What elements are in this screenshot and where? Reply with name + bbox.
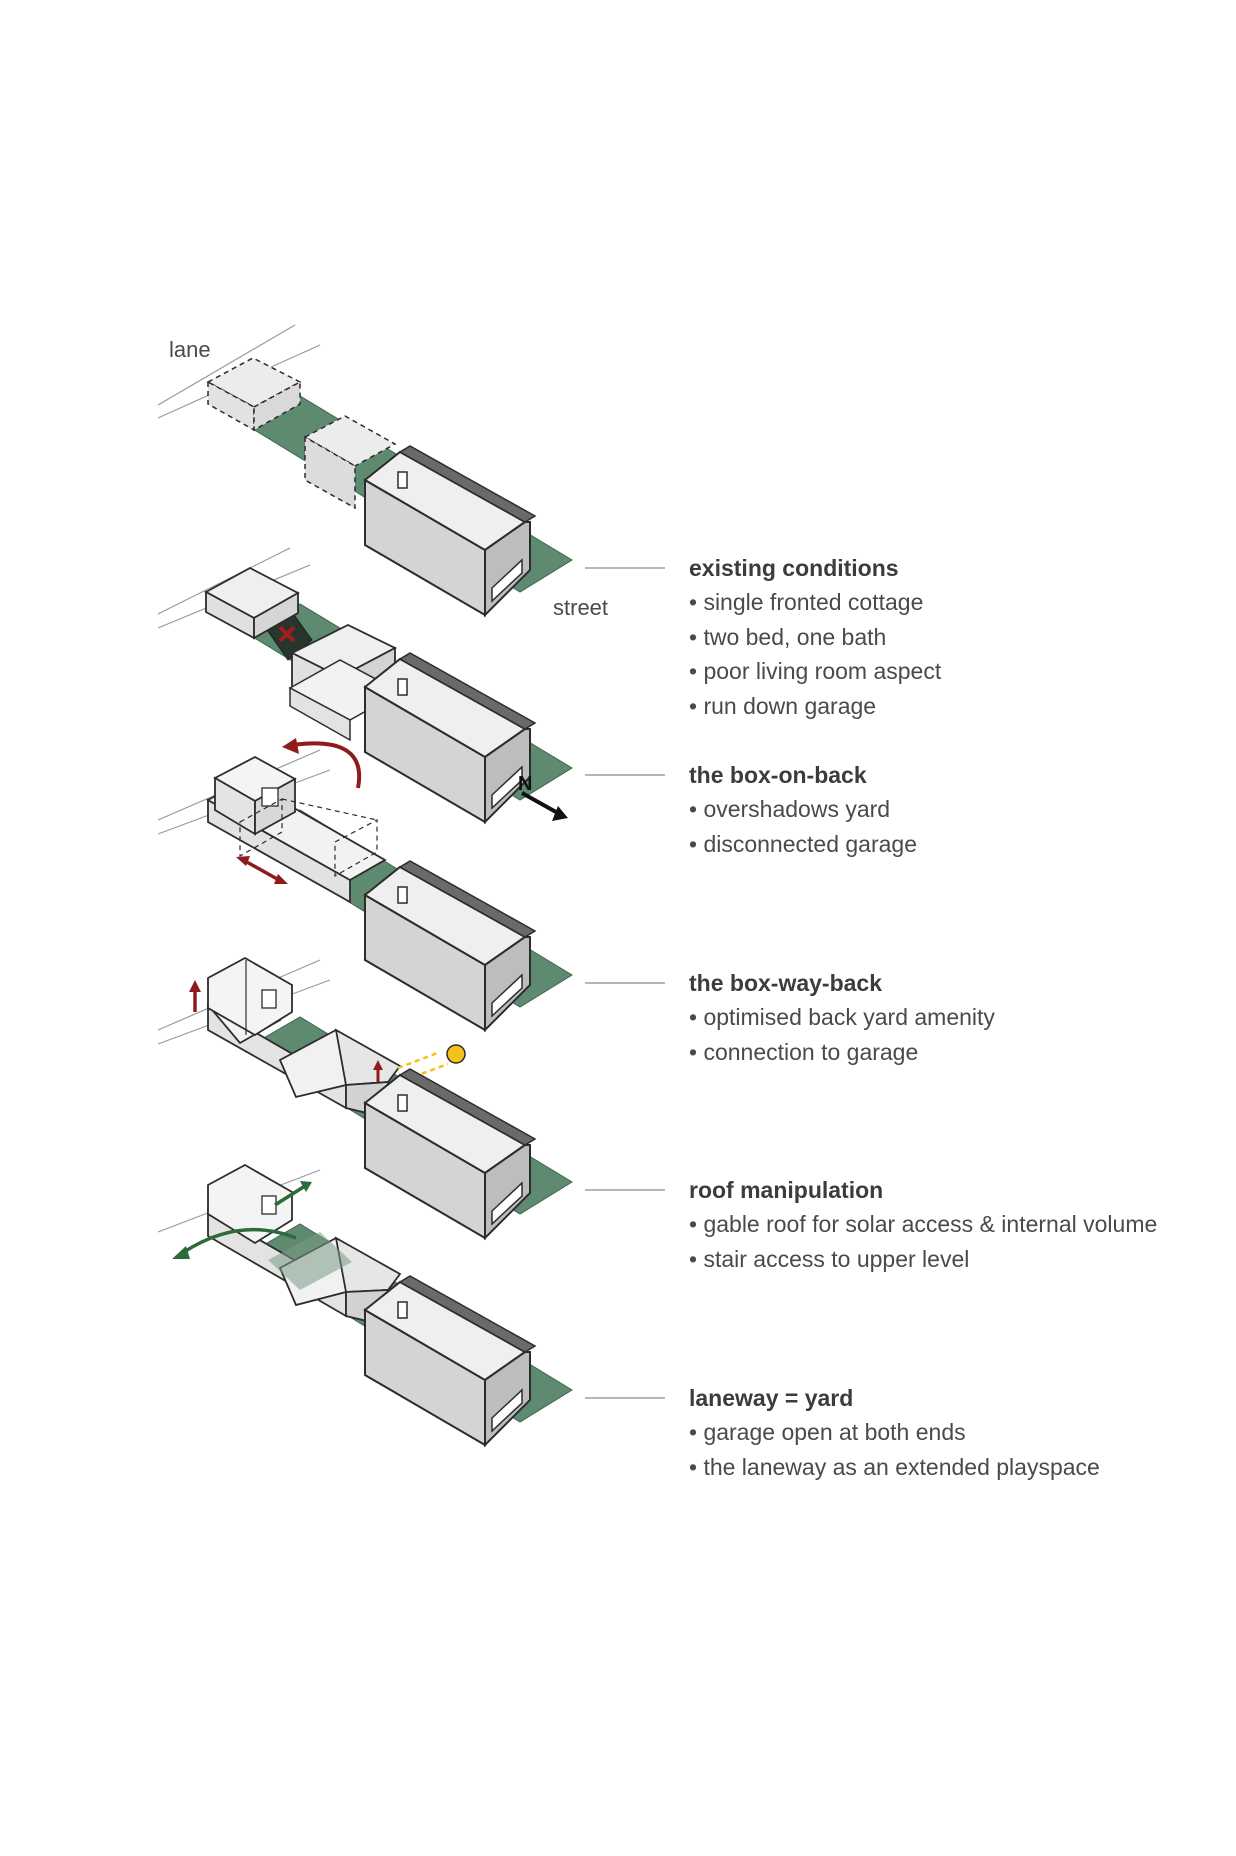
north-label: N	[518, 773, 532, 795]
diagram-laneway-yard	[172, 1163, 573, 1446]
diagram-existing-conditions	[206, 357, 573, 616]
street-label: street	[553, 595, 609, 620]
step-title: the box-way-back	[689, 970, 882, 996]
legend-laneway-yard: laneway = yard • garage open at both end…	[689, 1381, 1229, 1484]
step-bullet: • connection to garage	[689, 1038, 919, 1065]
step-bullet: • overshadows yard	[689, 796, 891, 822]
lane-label: lane	[169, 337, 211, 362]
step-bullet: • optimised back yard amenity	[689, 1004, 995, 1030]
step-bullet: • single fronted cottage	[689, 589, 924, 615]
legend-box-on-back: the box-on-back • overshadows yard • dis…	[689, 758, 1229, 861]
legend-roof-manipulation: roof manipulation • gable roof for solar…	[689, 1173, 1229, 1276]
diagram-roof-manipulation	[189, 956, 573, 1239]
step-bullet: • stair access to upper level	[689, 1245, 970, 1272]
step-bullet: • disconnected garage	[689, 830, 917, 857]
step-bullet: • run down garage	[689, 692, 877, 719]
step-title: roof manipulation	[689, 1177, 884, 1203]
diagram-box-on-back: N	[204, 566, 573, 823]
step-bullet: • gable roof for solar access & internal…	[689, 1211, 1158, 1237]
step-bullet: • poor living room aspect	[689, 658, 942, 684]
legend-existing-conditions: existing conditions • single fronted cot…	[689, 551, 1229, 723]
legend-box-way-back: the box-way-back • optimised back yard a…	[689, 966, 1229, 1069]
step-bullet: • garage open at both ends	[689, 1419, 966, 1445]
step-bullet: • two bed, one bath	[689, 623, 887, 650]
step-title: existing conditions	[689, 555, 899, 581]
step-title: laneway = yard	[689, 1385, 854, 1411]
step-title: the box-on-back	[689, 762, 867, 788]
diagram-box-way-back	[206, 738, 573, 1031]
step-bullet: • the laneway as an extended playspace	[689, 1453, 1100, 1480]
